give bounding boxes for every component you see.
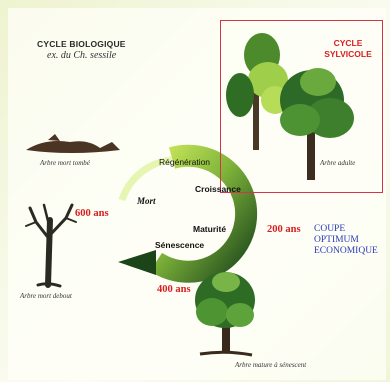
dead-standing-tree-illustration xyxy=(25,203,77,288)
caption-adult-tree: Arbre adulte xyxy=(320,159,356,167)
optimum-line3: ECONOMIQUE xyxy=(314,246,378,256)
caption-dead-fallen-tree: Arbre mort tombé xyxy=(40,159,90,167)
optimum-line1: COUPE xyxy=(314,224,346,234)
age-600-label: 600 ans xyxy=(75,208,109,219)
optimum-economic-cut-label: COUPE OPTIMUM ECONOMIQUE xyxy=(314,224,378,257)
phase-senescence: Sénescence xyxy=(155,240,205,250)
sylvicole-title-line1: CYCLE xyxy=(333,38,363,48)
phase-regeneration: Régénération xyxy=(159,157,211,167)
caption-mature-tree: Arbre mature à sénescent xyxy=(235,361,307,369)
phase-maturite: Maturité xyxy=(193,224,227,234)
mature-tree-illustration xyxy=(195,272,255,357)
sylvicole-title: CYCLE SYLVICOLE xyxy=(318,38,378,60)
optimum-line2: OPTIMUM xyxy=(314,235,359,245)
adult-tree-illustration xyxy=(226,33,354,180)
diagram-subtitle: ex. du Ch. sessile xyxy=(47,50,117,61)
phase-mort: Mort xyxy=(137,196,156,206)
caption-dead-standing-tree: Arbre mort debout xyxy=(20,292,72,300)
sylvicole-cycle-box xyxy=(220,20,383,193)
phase-croissance: Croissance xyxy=(195,184,241,194)
sylvicole-title-line2: SYLVICOLE xyxy=(324,49,372,59)
age-200-label: 200 ans xyxy=(267,224,301,235)
dead-fallen-tree-illustration xyxy=(26,134,120,153)
cycle-arrow xyxy=(118,144,258,283)
age-400-label: 400 ans xyxy=(157,284,191,295)
diagram-title: CYCLE BIOLOGIQUE xyxy=(37,39,126,49)
